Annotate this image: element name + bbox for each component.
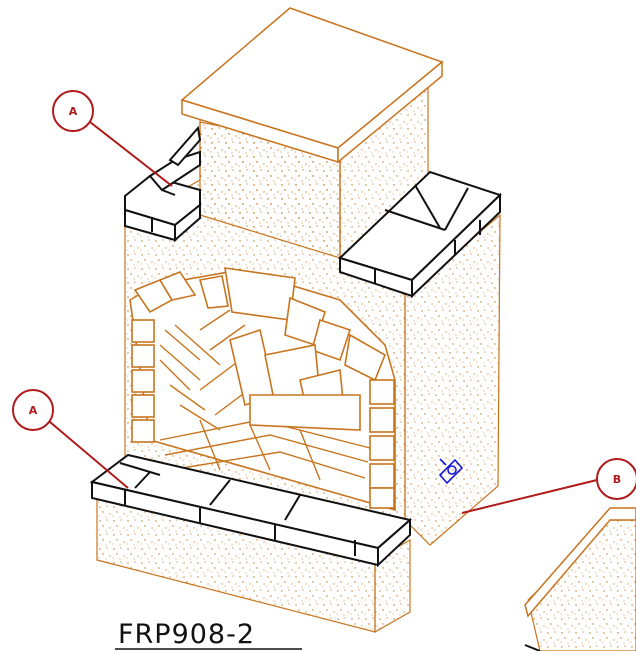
callout-a-top: A (52, 90, 94, 132)
callout-a-bottom: A (12, 389, 54, 431)
gas-valve-icon (438, 458, 464, 485)
chimney (180, 7, 444, 260)
hearth-bricks (89, 453, 413, 568)
callout-b-label: B (613, 473, 621, 486)
herringbone-floor (159, 419, 371, 481)
callout-a-bottom-label: A (29, 404, 38, 417)
left-cap-bricks (124, 125, 202, 243)
adjacent-unit (524, 507, 636, 651)
herringbone-back (159, 309, 256, 431)
caption: FRP908-2 (115, 619, 302, 650)
logs (229, 328, 361, 431)
right-cap-bricks (338, 170, 502, 299)
firebox (129, 267, 396, 512)
arch-bricks (133, 267, 387, 382)
model-caption: FRP908-2 (118, 619, 255, 650)
callout-a-top-label: A (69, 105, 78, 118)
left-jamb-bricks (131, 319, 155, 443)
callout-leaders (49, 121, 598, 514)
callout-b: B (596, 458, 636, 500)
right-jamb-bricks (369, 379, 395, 509)
